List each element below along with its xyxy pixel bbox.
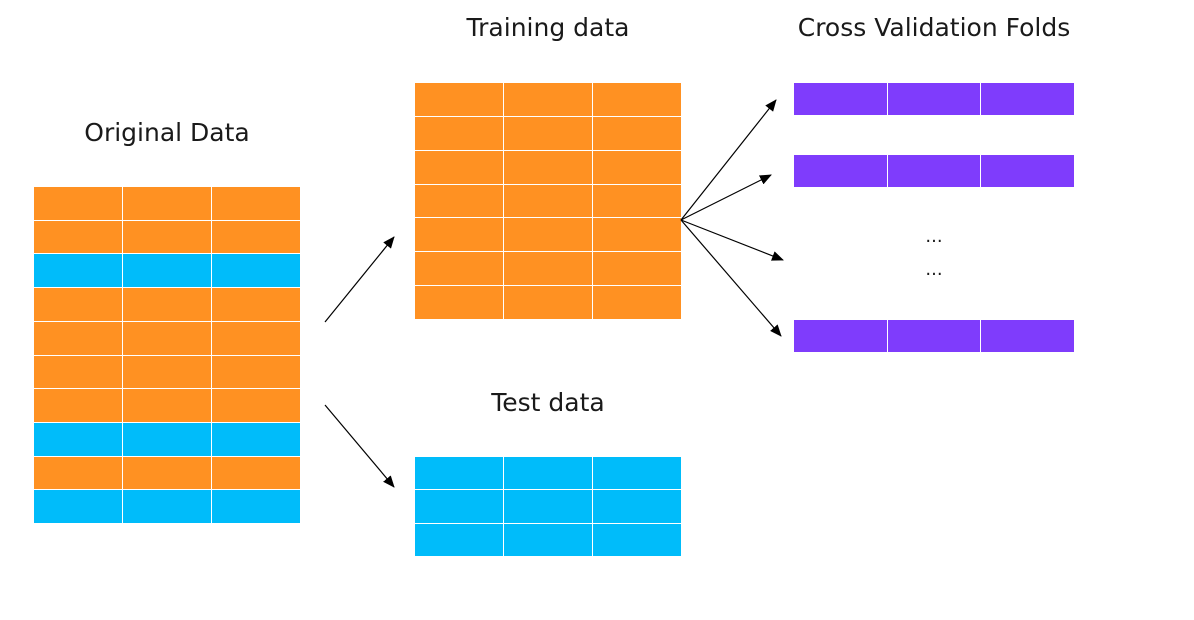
- train-cell: [123, 187, 211, 220]
- test-cell: [123, 422, 211, 456]
- fold-cell: [794, 83, 887, 115]
- test-cell: [34, 254, 122, 288]
- test-data-table: [415, 457, 681, 556]
- train-cell: [212, 321, 300, 355]
- test-cell: [415, 457, 503, 490]
- test-cell: [593, 490, 681, 523]
- test-cell: [212, 254, 300, 288]
- train-cell: [504, 150, 592, 184]
- arrow-to-test: [324, 404, 395, 488]
- train-cell: [123, 220, 211, 254]
- training-data-table: [415, 83, 681, 319]
- test-cell: [212, 490, 300, 523]
- test-cell: [593, 523, 681, 556]
- fold-cell: [887, 320, 981, 352]
- fold-cell: [981, 155, 1074, 187]
- train-cell: [212, 220, 300, 254]
- original-data-title: Original Data: [84, 118, 250, 147]
- train-cell: [212, 355, 300, 389]
- train-cell: [593, 184, 681, 218]
- fold-cell: [981, 320, 1074, 352]
- train-cell: [415, 218, 503, 252]
- test-cell: [504, 523, 592, 556]
- test-cell: [504, 490, 592, 523]
- training-data-title: Training data: [466, 13, 630, 42]
- test-cell: [415, 490, 503, 523]
- train-cell: [123, 288, 211, 321]
- arrow-to-fold-1: [680, 99, 777, 221]
- test-cell: [34, 490, 122, 523]
- train-cell: [212, 456, 300, 490]
- ellipsis-2: ...: [925, 259, 943, 280]
- original-data-table: [34, 187, 300, 523]
- train-cell: [34, 389, 122, 422]
- train-cell: [504, 252, 592, 286]
- train-cell: [415, 252, 503, 286]
- train-cell: [415, 286, 503, 319]
- fold-1: [794, 83, 1074, 115]
- train-cell: [504, 286, 592, 319]
- train-cell: [504, 184, 592, 218]
- test-cell: [123, 490, 211, 523]
- train-cell: [123, 456, 211, 490]
- arrow-to-training: [324, 236, 395, 323]
- train-cell: [123, 389, 211, 422]
- test-cell: [123, 254, 211, 288]
- fold-last: [794, 320, 1074, 352]
- train-cell: [212, 389, 300, 422]
- test-cell: [415, 523, 503, 556]
- train-cell: [34, 187, 122, 220]
- arrow-to-fold-2: [680, 174, 772, 221]
- arrow-to-fold-last: [680, 219, 782, 337]
- train-cell: [593, 218, 681, 252]
- train-cell: [34, 321, 122, 355]
- train-cell: [34, 288, 122, 321]
- fold-2: [794, 155, 1074, 187]
- train-cell: [123, 355, 211, 389]
- train-cell: [593, 286, 681, 319]
- train-cell: [593, 116, 681, 150]
- train-cell: [415, 83, 503, 116]
- train-cell: [212, 288, 300, 321]
- test-cell: [504, 457, 592, 490]
- train-cell: [123, 321, 211, 355]
- ellipsis-1: ...: [925, 226, 943, 247]
- test-cell: [34, 422, 122, 456]
- train-cell: [34, 355, 122, 389]
- train-cell: [415, 150, 503, 184]
- fold-cell: [887, 83, 981, 115]
- fold-cell: [794, 320, 887, 352]
- train-cell: [593, 83, 681, 116]
- train-cell: [593, 150, 681, 184]
- train-cell: [504, 218, 592, 252]
- train-cell: [415, 184, 503, 218]
- train-cell: [34, 456, 122, 490]
- fold-cell: [794, 155, 887, 187]
- train-cell: [504, 116, 592, 150]
- test-data-title: Test data: [491, 388, 605, 417]
- test-cell: [593, 457, 681, 490]
- train-cell: [34, 220, 122, 254]
- train-cell: [504, 83, 592, 116]
- train-cell: [212, 187, 300, 220]
- cross-validation-folds-title: Cross Validation Folds: [797, 13, 1071, 42]
- train-cell: [415, 116, 503, 150]
- fold-cell: [981, 83, 1074, 115]
- arrow-to-fold-3: [680, 219, 784, 261]
- fold-cell: [887, 155, 981, 187]
- train-cell: [593, 252, 681, 286]
- test-cell: [212, 422, 300, 456]
